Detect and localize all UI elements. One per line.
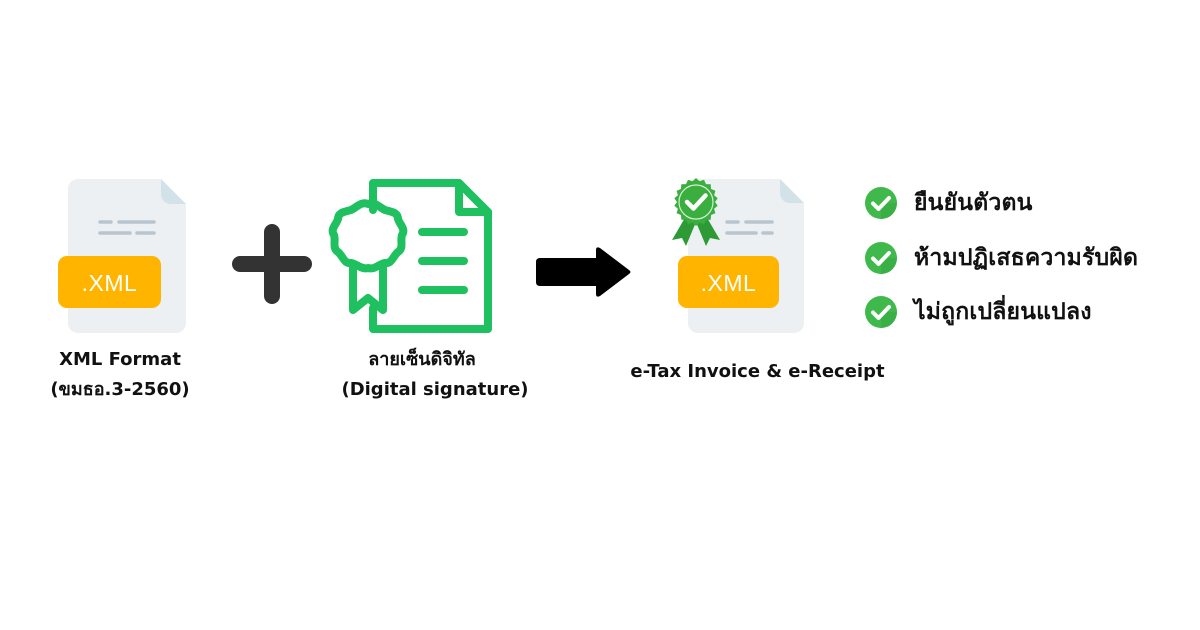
xml-file-icon: .XML (58, 179, 186, 333)
check-circle-icon (865, 187, 897, 219)
benefit-label: ยืนยันตัวตน (914, 190, 1033, 216)
certificate-document-icon (328, 179, 492, 333)
xml-badge-label: .XML (82, 270, 138, 296)
digital-signature-caption: ลายเซ็นดิจิทัล (Digital signature) (330, 345, 540, 405)
arrow-right-icon (536, 247, 631, 297)
benefit-label: ไม่ถูกเปลี่ยนแปลง (914, 299, 1092, 325)
benefit-item-authentication: ยืนยันตัวตน (864, 186, 1033, 220)
e-tax-title: e-Tax Invoice & e-Receipt (630, 361, 885, 382)
plus-icon (232, 224, 312, 304)
plus-operator (232, 224, 312, 304)
xml-file-group: .XML (56, 178, 190, 336)
check-circle-icon (865, 296, 897, 328)
benefit-label: ห้ามปฏิเสธความรับผิด (914, 245, 1139, 271)
digital-signature-title-en: (Digital signature) (341, 379, 529, 400)
benefit-item-integrity: ไม่ถูกเปลี่ยนแปลง (864, 295, 1092, 329)
certified-xml-badge-label: .XML (701, 270, 757, 296)
result-arrow (534, 244, 634, 300)
xml-format-standard: (ขมธอ.3-2560) (50, 379, 190, 400)
e-tax-caption: e-Tax Invoice & e-Receipt (620, 357, 895, 387)
digital-signature-group (328, 172, 500, 340)
xml-format-caption: XML Format (ขมธอ.3-2560) (40, 345, 200, 405)
xml-format-title: XML Format (59, 349, 181, 370)
check-circle-icon (865, 242, 897, 274)
certified-xml-file-group: .XML (664, 176, 810, 336)
certified-xml-file-icon: .XML (672, 178, 804, 333)
digital-signature-title-th: ลายเซ็นดิจิทัล (368, 349, 476, 370)
approval-seal-icon (672, 178, 720, 246)
benefit-item-non-repudiation: ห้ามปฏิเสธความรับผิด (864, 241, 1138, 275)
